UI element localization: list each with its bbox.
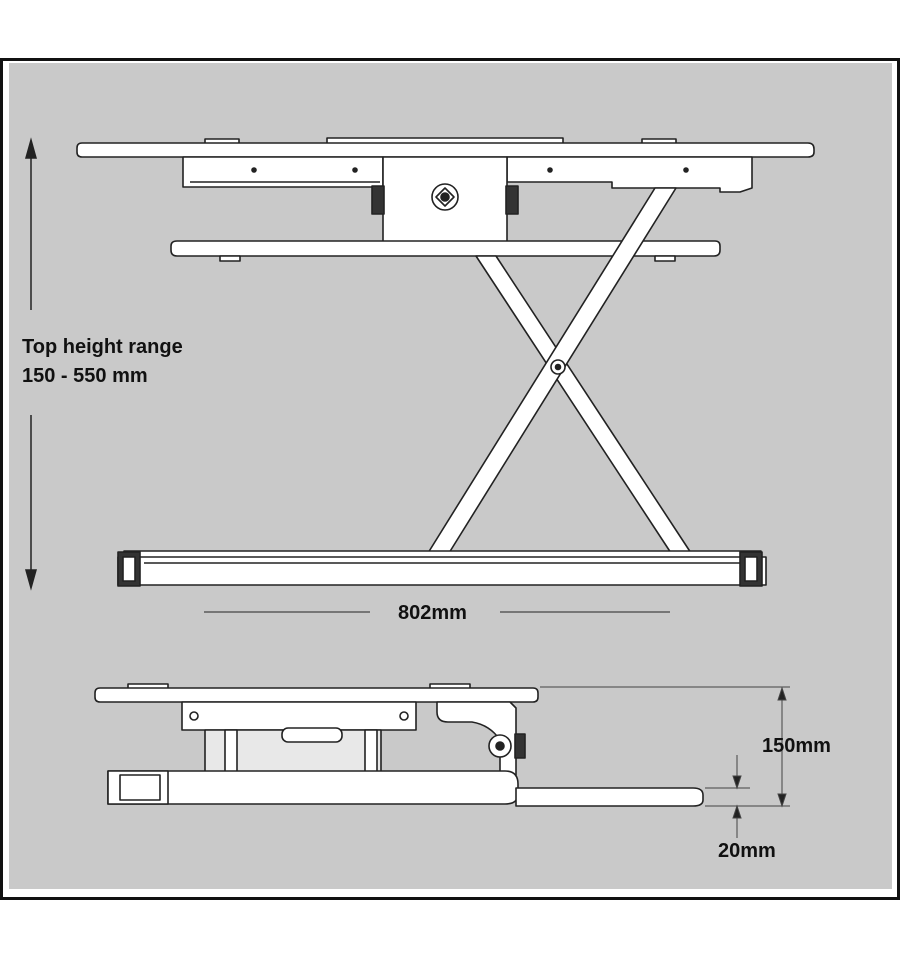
keyboard-shelf — [170, 240, 721, 257]
collapsed-under-rail — [181, 701, 417, 731]
raised-desk-view — [76, 137, 815, 587]
under-rail-right — [506, 156, 753, 193]
height-range-label-line2: 150 - 550 mm — [22, 365, 148, 387]
collapsed-height-label: 150mm — [762, 735, 831, 757]
base-frame — [117, 556, 767, 586]
scissor-arm-a — [475, 255, 692, 554]
height-range-label-line1: Top height range — [22, 336, 183, 358]
collapsed-base — [107, 770, 519, 805]
collapsed-height-dimension — [540, 686, 790, 838]
width-label: 802mm — [398, 602, 467, 624]
height-range-arrow — [25, 137, 37, 591]
top-work-surface — [76, 142, 815, 158]
collapsed-keyboard-tray — [515, 787, 704, 807]
collapsed-desk-view — [94, 683, 704, 807]
keyboard-tray-height-label: 20mm — [718, 840, 776, 862]
knob-left — [371, 185, 385, 215]
knob-right — [505, 185, 519, 215]
collapsed-top-surface — [94, 687, 539, 703]
